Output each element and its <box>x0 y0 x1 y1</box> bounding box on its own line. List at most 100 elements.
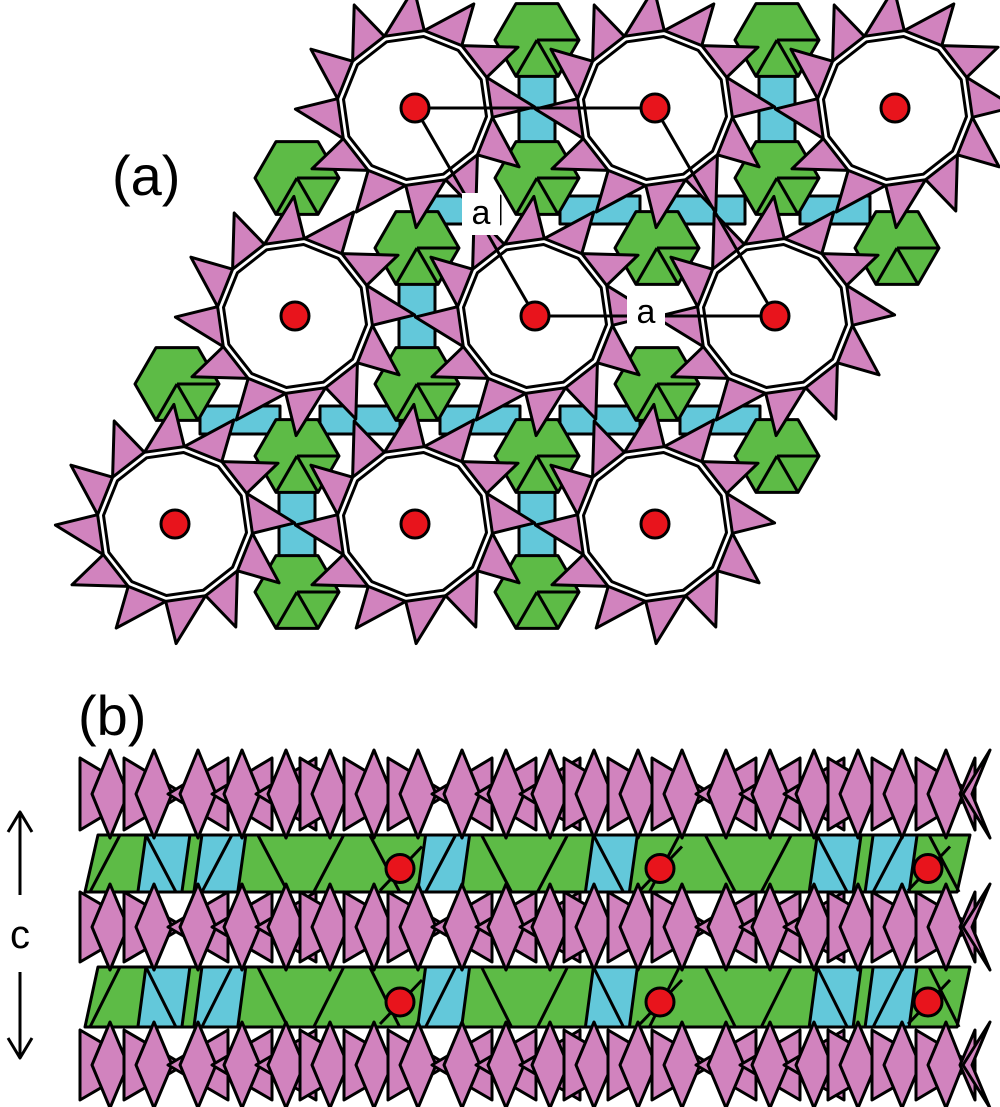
tetrahedron <box>429 255 475 309</box>
c-axis: c <box>6 810 34 1060</box>
tetrahedron <box>382 402 426 454</box>
c-axis-label: c <box>10 913 30 957</box>
tetrahedron <box>430 345 490 380</box>
tetrahedron <box>644 594 688 646</box>
tetrahedron <box>324 361 359 421</box>
connector <box>863 833 919 894</box>
c-axis-down-arrowhead <box>6 1037 34 1060</box>
facet-edge <box>256 834 290 893</box>
facet-edge <box>703 834 737 893</box>
tetrahedron <box>549 47 595 101</box>
octahedron-edge <box>655 247 680 286</box>
tetrahedron <box>114 584 168 630</box>
tetrahedron <box>594 168 648 214</box>
tetrahedron <box>662 418 716 464</box>
c-axis-up-arrowhead <box>6 810 34 833</box>
facet-edge <box>871 966 905 1028</box>
tetrahedron <box>340 252 400 287</box>
tetrahedron <box>940 44 1000 79</box>
octahedron-edge <box>775 455 800 494</box>
octahedron-edge <box>295 455 320 494</box>
octahedron-edge <box>535 455 560 494</box>
axis-a-label-1-box: a <box>462 193 500 235</box>
tetrahedron <box>715 115 761 169</box>
tetrahedron <box>413 305 465 349</box>
facet-edge <box>927 966 961 1028</box>
tetrahedron-diamond <box>926 882 965 972</box>
tetrahedron <box>764 386 808 438</box>
tetrahedron <box>475 531 521 585</box>
tetrahedron <box>700 44 760 79</box>
octahedron-edge <box>274 591 299 630</box>
tetrahedron <box>684 569 719 629</box>
facet-edge <box>703 966 737 1028</box>
octahedron-edge <box>775 39 800 78</box>
octahedron-edge <box>754 455 779 494</box>
tetrahedron <box>173 305 225 349</box>
tetrahedron <box>309 47 355 101</box>
axis-a-label-2-box: a <box>627 292 665 334</box>
axis-a-label-1-background <box>462 193 500 235</box>
tetrahedron <box>684 153 719 213</box>
octahedron-edge <box>874 247 899 286</box>
atom <box>879 92 911 124</box>
tetrahedron <box>533 513 585 557</box>
atom <box>639 92 671 124</box>
facet-edge <box>144 966 178 1028</box>
tetrahedron <box>351 419 386 479</box>
tetrahedron <box>293 513 345 557</box>
facet-edge <box>759 834 793 893</box>
tetrahedron <box>662 2 716 48</box>
octahedron-edge <box>514 177 539 216</box>
tetrahedron <box>69 463 115 517</box>
tetrahedron <box>365 283 417 327</box>
facet-edge <box>368 966 402 1028</box>
panel-a-label: (a) <box>112 144 180 207</box>
tetrahedron <box>502 194 546 246</box>
connector <box>807 833 863 894</box>
tetrahedron <box>234 376 288 422</box>
atom <box>644 853 676 884</box>
tetrahedron <box>884 178 928 230</box>
facet-edge <box>927 834 961 893</box>
tetrahedron <box>310 137 370 172</box>
tetrahedron <box>955 115 1000 169</box>
tetrahedron <box>220 460 280 495</box>
tetrahedron <box>293 97 345 141</box>
tetrahedron <box>422 418 476 464</box>
tetrahedron-diamond <box>961 882 992 972</box>
tetrahedron <box>622 0 666 38</box>
tetrahedron <box>53 513 105 557</box>
tetrahedron <box>262 194 306 246</box>
tetrahedron <box>845 283 897 327</box>
atom <box>384 853 416 884</box>
tetrahedron <box>594 584 648 630</box>
tetrahedron <box>550 553 610 588</box>
atom <box>912 986 944 1018</box>
octahedron-edge <box>274 455 299 494</box>
facet-edge <box>256 966 290 1028</box>
octahedron-edge <box>295 591 320 630</box>
atom <box>912 853 944 884</box>
tetrahedron <box>670 345 730 380</box>
facet-edge <box>592 966 625 1028</box>
octahedron-edge <box>535 177 560 216</box>
tetrahedron <box>711 211 746 271</box>
tetrahedron-diamond <box>961 1020 992 1107</box>
panel-a-basal-plane-view <box>53 0 1000 646</box>
tetrahedron <box>862 0 906 38</box>
facet-edge <box>815 966 849 1028</box>
tetrahedron <box>742 194 786 246</box>
atom <box>399 92 431 124</box>
facet-edge <box>871 834 905 893</box>
facet-edge <box>815 834 849 893</box>
tetrahedron <box>549 463 595 517</box>
connector <box>863 965 919 1029</box>
octahedron-edge <box>274 177 299 216</box>
tetrahedron <box>404 594 448 646</box>
tetrahedron <box>644 178 688 230</box>
tetrahedron <box>231 211 266 271</box>
tetrahedron <box>309 463 355 517</box>
facet-edge <box>88 966 122 1028</box>
tetrahedron <box>714 376 768 422</box>
